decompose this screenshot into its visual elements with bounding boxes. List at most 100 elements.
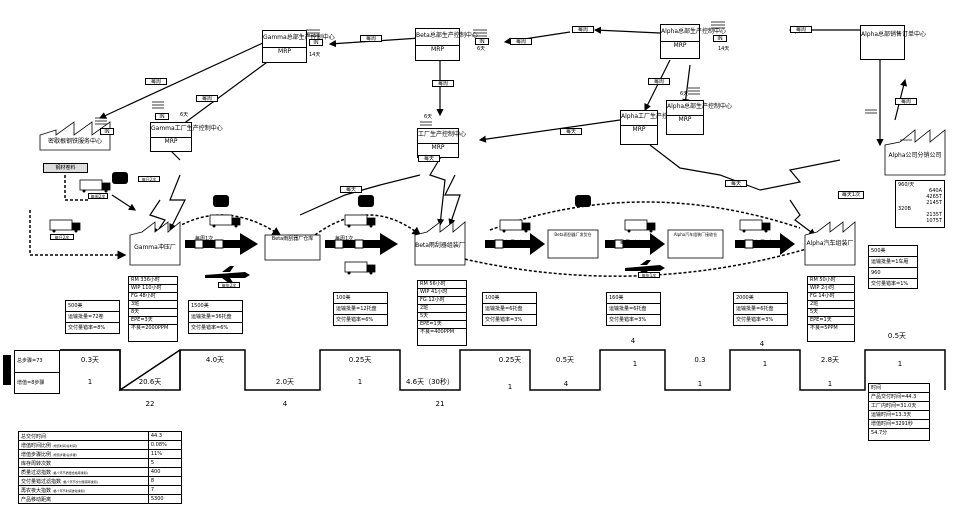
- alpha-plant-control: Alpha工厂生产控制中心 MRP: [620, 110, 686, 145]
- daily-tag: 每天: [725, 180, 747, 187]
- weekly-tag: 每周: [572, 26, 594, 33]
- freq-label: 每周1次: [335, 236, 354, 242]
- days-label: 6天: [680, 91, 689, 97]
- timeline-top: 0.3: [694, 356, 706, 364]
- transport-box-4: 100美运输批量=6托盘交付量错率=3%: [482, 292, 537, 326]
- in-box: IN: [475, 38, 489, 45]
- timeline-top: 0.25天: [498, 356, 522, 364]
- supplier-freq: 每周2次: [88, 193, 108, 199]
- milk-run-freq: 每日2次: [50, 234, 74, 240]
- steps-box: 总步骤=73 增值=8步骤: [14, 350, 60, 394]
- freq-label: 每周1次: [755, 240, 774, 246]
- days-label: 6天: [477, 46, 486, 52]
- timeline-bottom: 22: [145, 400, 155, 408]
- summary-row: 增值步骤比例 (增值步骤/总步骤)11%: [18, 449, 183, 459]
- timeline-mid: 1: [87, 378, 93, 386]
- freq-label: 每周1次: [505, 240, 524, 246]
- weekly-tag: 每周: [360, 35, 382, 42]
- weekly-tag: 每周: [510, 38, 532, 45]
- summary-row: 再农夜大指数 (各个环节时间波动乘积)7: [18, 485, 183, 495]
- timeline-mid: 1: [507, 383, 513, 391]
- weekly-tag: 每周: [895, 98, 917, 105]
- daily-tag: 每天: [418, 155, 440, 162]
- timeline-low: 2.0天: [275, 378, 295, 386]
- timeline-bottom: 4: [630, 337, 636, 345]
- beta-ship-warehouse-name: Beta雨刮器厂发货仓: [554, 232, 592, 237]
- summary-row: 质量过滤指数 (各个环节质量合格率乘积)400: [18, 467, 183, 477]
- in-box: IN: [100, 128, 114, 135]
- timeline-mid: 1: [357, 378, 363, 386]
- air-freq: 每年2次: [218, 282, 240, 288]
- timeline-bottom: 4: [282, 400, 288, 408]
- transport-box-2: 1500美运输批量=36托盘交付量错率=6%: [188, 300, 243, 334]
- beta-plant-name: Beta雨刮器组装厂: [415, 242, 465, 249]
- summary-row: 交付量错过滤指数 (各个环节交付量错率乘积)8: [18, 476, 183, 486]
- days-label: 14天: [718, 46, 730, 52]
- timeline-mid: 1: [897, 360, 903, 368]
- supplier-name: 密歇根钢铁服务中心: [47, 138, 102, 145]
- weekly-tag: 每周: [432, 80, 454, 87]
- timeline-top: 0.25天: [348, 356, 372, 364]
- alpha-order-center: Alpha总部销售订单中心: [860, 25, 926, 60]
- in-box: IN: [309, 39, 323, 46]
- days-label: 6天: [424, 114, 433, 120]
- lead-time-box: 时间 产品交付时间=44.3 工厂内时间=31.0天 运输时间=13.3天 增值…: [868, 383, 930, 441]
- gamma-plant-name: Gamma冲压厂: [134, 244, 176, 251]
- freq-label: 每周1次: [195, 236, 214, 242]
- timeline-low: 4.6天（30秒）: [405, 378, 455, 386]
- weekly-tag: 每周: [790, 26, 812, 33]
- in-box: IN: [155, 113, 169, 120]
- freq-label: 每周1次: [620, 240, 639, 246]
- timeline-top: 4.0天: [205, 356, 225, 364]
- alpha-receive-warehouse-name: Alpha汽车组装厂接收仓: [673, 232, 718, 237]
- weekly-tag: 每周: [648, 78, 670, 85]
- weekly-tag: 每周: [196, 95, 218, 102]
- weekly-tag: 每周: [145, 78, 167, 85]
- timeline-mid: 1: [762, 360, 768, 368]
- customer-demand-box: 960/天 640A 4265T 2145T 320B 2135T 1075T: [895, 180, 945, 228]
- alpha-parent-control: Alpha总部生产控制中心 MRP: [660, 24, 726, 59]
- timeline-mid: 1: [632, 360, 638, 368]
- beta-plant-control: 工厂生产控制中心 MRP: [417, 128, 466, 158]
- alpha-plant-name: Alpha汽车组装厂: [806, 240, 854, 247]
- timeline-low: 20.6天: [138, 378, 162, 386]
- customer-name: Alpha公司分销公司: [888, 152, 942, 159]
- timeline-mid: 1: [697, 380, 703, 388]
- daily-tag: 每天: [340, 186, 362, 193]
- transport-box-5: 160美运输批量=6托盘交付量错率=3%: [606, 292, 661, 326]
- transport-box-1: 500美运输批量=72卷交付量错率=8%: [65, 300, 120, 334]
- summary-row: 增值时间比例 (增值时间/总时间)0.08%: [18, 440, 183, 450]
- steps-side-bar: [3, 355, 11, 385]
- alpha-hq-control: Alpha总部生产控制中心 MRP: [666, 100, 732, 135]
- timeline-mid: 4: [563, 380, 569, 388]
- daily-tag: 每天: [560, 128, 582, 135]
- timeline-bottom: 4: [759, 340, 765, 348]
- gamma-parent-control: Gamma总部生产控制中心 MRP: [262, 30, 335, 63]
- timeline-top: 2.8天: [820, 356, 840, 364]
- air-freq: 每年1次: [638, 272, 660, 278]
- timeline-top: 0.5天: [887, 332, 907, 340]
- timeline-mid: 1: [827, 380, 833, 388]
- steel-coil-label: 钢材卷料: [43, 163, 88, 173]
- in-box: IN: [713, 35, 727, 42]
- transport-box-6: 2000美运输批量=6托盘交付量错率=3%: [733, 292, 788, 326]
- beta-warehouse-name: Beta雨刮器厂仓库: [271, 236, 314, 242]
- beta-parent-control: Beta总部生产控制中心 MRP: [415, 28, 478, 61]
- timeline-top: 0.3天: [80, 356, 100, 364]
- gamma-plant-control: Gamma工厂生产控制中心 MRP: [150, 122, 223, 152]
- customer-freq: 每天1次: [838, 191, 864, 199]
- timeline-top: 0.5天: [555, 356, 575, 364]
- transport-box-3: 100美运输批量=12托盘交付量错率=6%: [333, 292, 388, 326]
- milk-run-freq: 每日2次: [138, 176, 160, 182]
- days-label: 14天: [309, 52, 321, 58]
- days-label: 6天: [180, 112, 189, 118]
